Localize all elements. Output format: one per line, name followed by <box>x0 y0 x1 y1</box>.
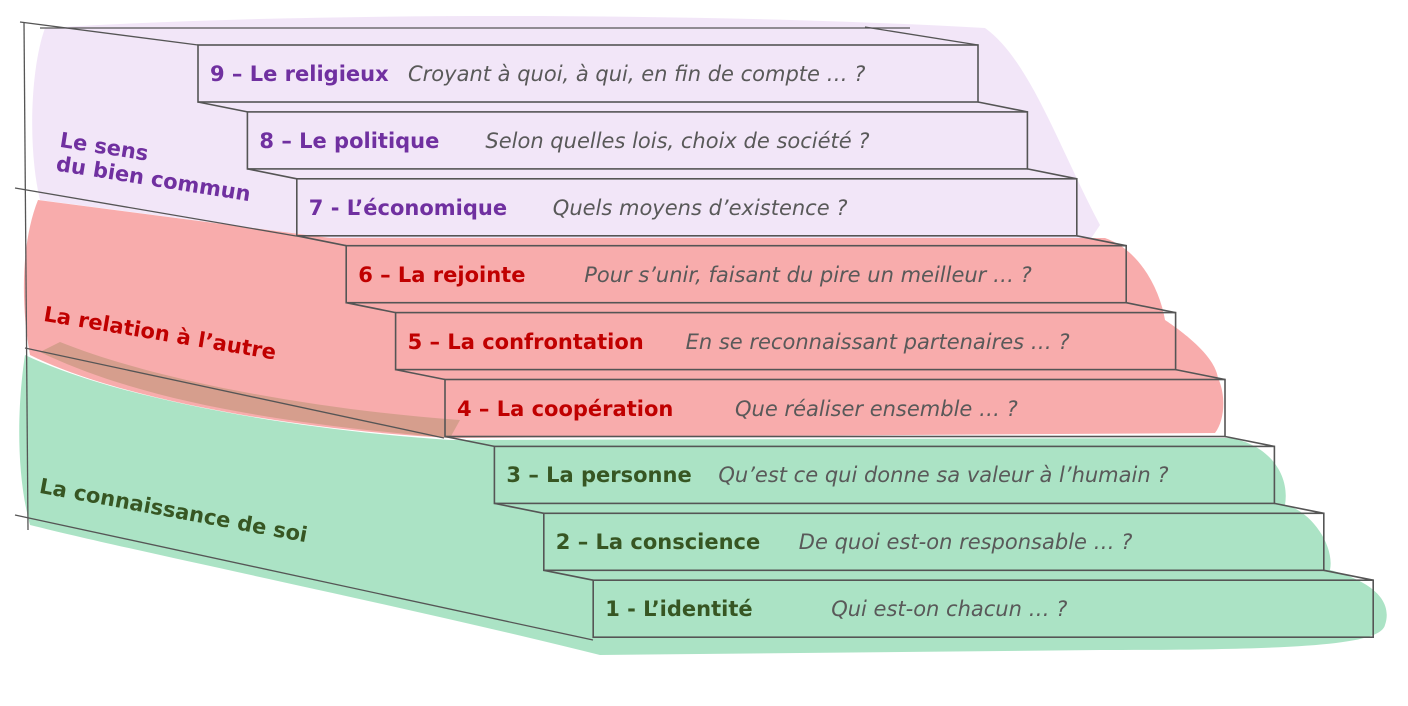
step-tread-edge <box>247 168 297 180</box>
step-9-label: 9 – Le religieux <box>210 62 389 86</box>
staircase-lines <box>14 21 979 641</box>
step-8-question: Selon quelles lois, choix de société ? <box>485 128 870 153</box>
step-tread-edge <box>197 101 248 113</box>
step-1-box <box>592 579 1375 639</box>
step-9-question: Croyant à quoi, à qui, en fin de compte … <box>408 62 866 86</box>
step-5-box <box>394 311 1177 371</box>
step-3-question: Qu’est ce qui donne sa valeur à l’humain… <box>718 463 1169 488</box>
step-6-question: Pour s’unir, faisant du pire un meilleur… <box>584 262 1032 287</box>
step-5-question: En se reconnaissant partenaires … ? <box>685 329 1070 354</box>
step-8-box <box>246 111 1029 170</box>
step-1-question: Qui est-on chacun … ? <box>831 597 1068 622</box>
step-6-label: 6 – La rejointe <box>358 262 526 287</box>
step-4-box <box>444 378 1226 438</box>
step-tread-edge <box>1126 301 1176 314</box>
step-1-label: 1 - L’identité <box>605 597 753 622</box>
step-tread-edge <box>395 368 446 381</box>
red-band <box>23 200 1224 438</box>
step-8-label: 8 – Le politique <box>259 128 440 153</box>
red-shadow <box>40 342 460 438</box>
step-2-question: De quoi est-on responsable … ? <box>798 530 1133 555</box>
purple-band <box>32 16 1101 240</box>
step-tread-edge <box>543 569 594 581</box>
step-2-label: 2 – La conscience <box>555 530 761 555</box>
step-tread-edge <box>346 301 396 314</box>
step-7-box <box>295 178 1078 237</box>
step-2-box <box>542 512 1325 572</box>
step-3-box <box>493 445 1276 505</box>
step-tread-edge <box>296 235 347 247</box>
step-tread-edge <box>1027 168 1077 180</box>
step-9-box <box>197 44 979 103</box>
step-tread-edge <box>977 101 1028 113</box>
step-3-label: 3 – La personne <box>506 463 692 488</box>
step-7-question: Quels moyens d’existence ? <box>552 195 848 220</box>
step-tread-edge <box>1274 502 1324 515</box>
step-tread-edge <box>1076 235 1127 247</box>
step-tread-edge <box>1224 435 1275 448</box>
step-5-label: 5 – La confrontation <box>407 329 644 354</box>
step-tread-edge <box>1323 569 1374 581</box>
step-tread-edge <box>1175 368 1226 381</box>
step-4-label: 4 – La coopération <box>457 396 674 421</box>
step-6-box <box>345 244 1128 304</box>
step-7-label: 7 - L’économique <box>308 195 508 220</box>
step-tread-edge <box>444 435 495 448</box>
step-4-question: Que réaliser ensemble … ? <box>735 396 1018 421</box>
step-tread-edge <box>494 502 544 515</box>
